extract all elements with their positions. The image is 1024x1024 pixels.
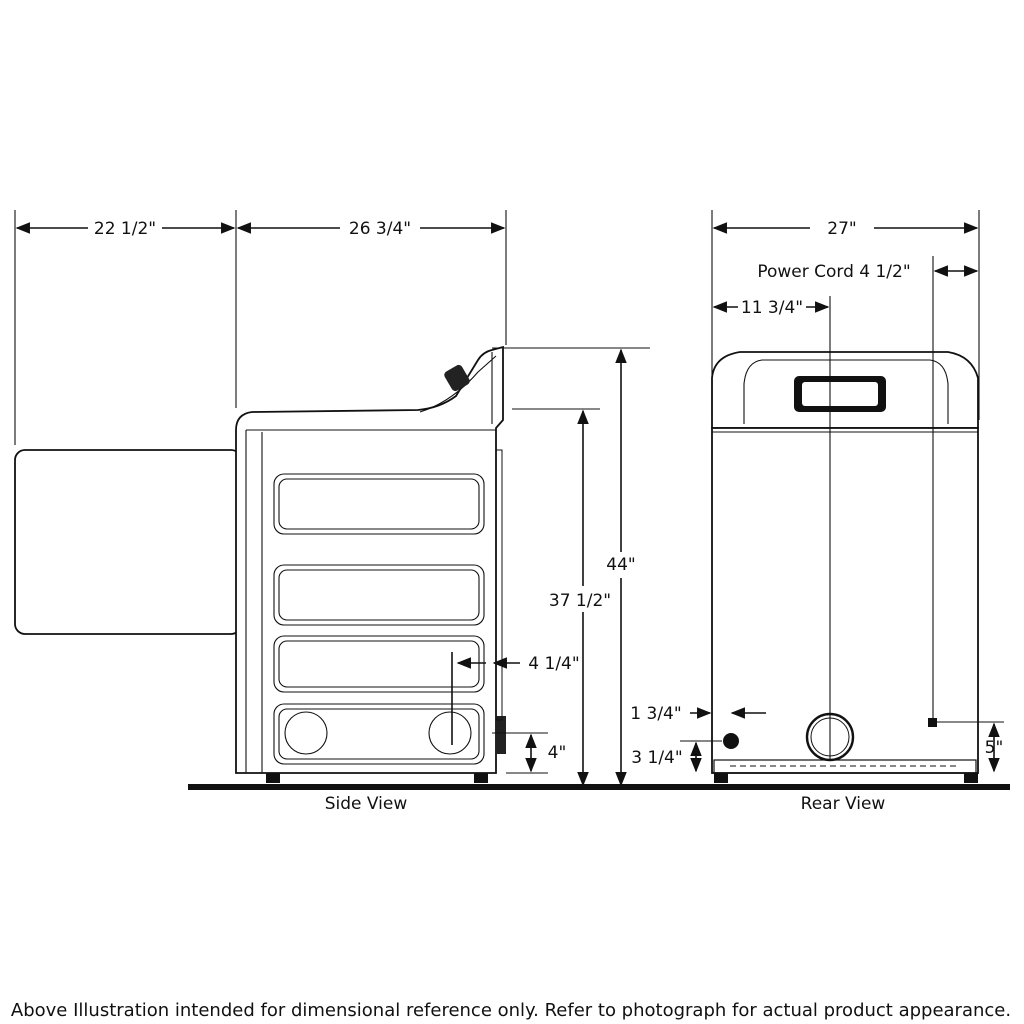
leveling-foot	[714, 773, 728, 783]
cabinet-body	[235, 345, 504, 774]
side-vent-circle	[428, 711, 472, 755]
dim-vent-height: 4"	[548, 743, 567, 763]
dim-cord-height: 5"	[985, 738, 1004, 758]
footnote: Above Illustration intended for dimensio…	[11, 1000, 1011, 1021]
dim-cabinet-depth: 26 3/4"	[349, 219, 411, 239]
side-view: 22 1/2" 26 3/4" 44" 37 1/2" 4 1/4" 4"	[14, 210, 650, 787]
power-cord-outlet	[928, 718, 937, 727]
rear-base	[713, 759, 977, 774]
gas-inlet	[723, 733, 739, 749]
side-panel-emboss	[273, 703, 485, 765]
control-knob	[444, 364, 470, 392]
dim-gas-from-left: 1 3/4"	[630, 704, 681, 724]
dim-overall-height: 44"	[606, 555, 635, 575]
dim-width: 27"	[827, 219, 856, 239]
open-door-panel	[14, 449, 242, 635]
side-panel-emboss	[273, 564, 485, 626]
side-view-caption: Side View	[325, 794, 408, 814]
dim-gas-height: 3 1/4"	[631, 748, 682, 768]
side-panel-emboss	[273, 635, 485, 693]
leveling-foot	[266, 773, 280, 783]
dim-vent-offset-side: 4 1/4"	[528, 654, 579, 674]
rear-view: 27" Power Cord 4 1/2" 11 3/4" 1 3/4" 3 1…	[630, 210, 1004, 783]
dim-power-cord: Power Cord 4 1/2"	[757, 262, 910, 282]
dim-top-height: 37 1/2"	[549, 591, 611, 611]
side-vent-circle	[284, 711, 328, 755]
side-panel-emboss	[273, 473, 485, 535]
dim-vent-from-left: 11 3/4"	[741, 298, 803, 318]
leveling-foot	[964, 773, 978, 783]
rear-vent-stub	[496, 716, 506, 754]
dim-door-depth: 22 1/2"	[94, 219, 156, 239]
rear-view-caption: Rear View	[801, 794, 886, 814]
leveling-foot	[474, 773, 488, 783]
